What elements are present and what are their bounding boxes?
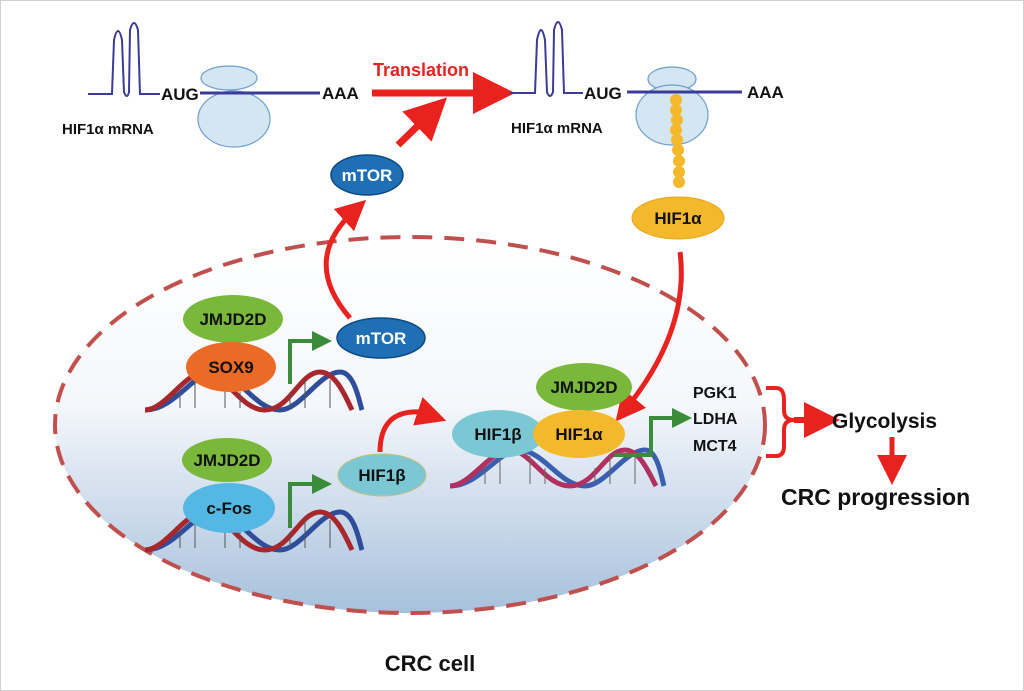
mtor-nucleus-node [336, 317, 426, 359]
mrna-right-polya: AAA [747, 83, 784, 102]
crc-cell-label: CRC cell [385, 651, 475, 676]
target-genes-bracket [766, 386, 795, 458]
jmjd2d-sox9-node [183, 295, 283, 343]
hif-transcription-arrow [614, 408, 692, 457]
crc-progression-label: CRC progression [781, 484, 970, 510]
mtor-to-translation-arrow [395, 97, 448, 148]
mtor-nucleus-label: mTOR [356, 329, 407, 348]
translation-label: Translation [373, 60, 469, 80]
target-gene-ldha: LDHA [693, 411, 738, 428]
mrna-left-polya: AAA [322, 84, 359, 103]
hif1b-to-complex-arrow [377, 397, 447, 453]
cfos-node [183, 483, 275, 533]
hif1b-label: HIF1β [358, 466, 405, 485]
sox9-transcription-arrow [288, 331, 332, 384]
cfos-label: c-Fos [206, 499, 251, 518]
hif1a-complex-label: HIF1α [555, 425, 603, 444]
ribosome-large-subunit [197, 90, 271, 148]
target-gene-mct4: MCT4 [693, 438, 737, 455]
ribosome-small-subunit [200, 65, 258, 91]
mrna-cap-loop [510, 21, 583, 97]
hif1b-complex-node [452, 410, 544, 458]
nascent-peptide-chain [670, 94, 685, 188]
jmjd2d-cfos-label: JMJD2D [193, 451, 260, 470]
mrna-right: AUG AAA HIF1α mRNA [510, 21, 784, 188]
hif1a-import-arrow [615, 251, 684, 422]
mtor-cytoplasm-node [330, 154, 404, 196]
jmjd2d-cfos-node [182, 438, 272, 482]
jmjd2d-complex-node [536, 363, 632, 411]
sox9-label: SOX9 [208, 358, 253, 377]
ribosome-large-subunit [635, 84, 709, 146]
target-gene-pgk1: PGK1 [693, 385, 737, 402]
mtor-export-arrow [323, 199, 367, 320]
mrna-cap-loop [88, 22, 160, 97]
mrna-right-start-codon: AUG [584, 84, 622, 103]
cfos-transcription-arrow [288, 474, 332, 528]
hif1a-complex-node [533, 410, 625, 458]
jmjd2d-complex-label: JMJD2D [550, 378, 617, 397]
hif1b-node [337, 453, 427, 497]
mrna-right-label: HIF1α mRNA [511, 120, 603, 137]
mrna-left: AUG AAA HIF1α mRNA [62, 22, 359, 148]
jmjd2d-sox9-label: JMJD2D [199, 310, 266, 329]
hif1a-cytoplasm-node [631, 196, 725, 240]
mrna-left-start-codon: AUG [161, 85, 199, 104]
mtor-cytoplasm-label: mTOR [342, 166, 393, 185]
mrna-left-label: HIF1α mRNA [62, 121, 154, 138]
hif1b-complex-label: HIF1β [474, 425, 521, 444]
nucleus-boundary [53, 235, 767, 615]
glycolysis-label: Glycolysis [832, 410, 937, 433]
sox9-node [186, 342, 276, 392]
hif1a-cytoplasm-label: HIF1α [654, 209, 702, 228]
